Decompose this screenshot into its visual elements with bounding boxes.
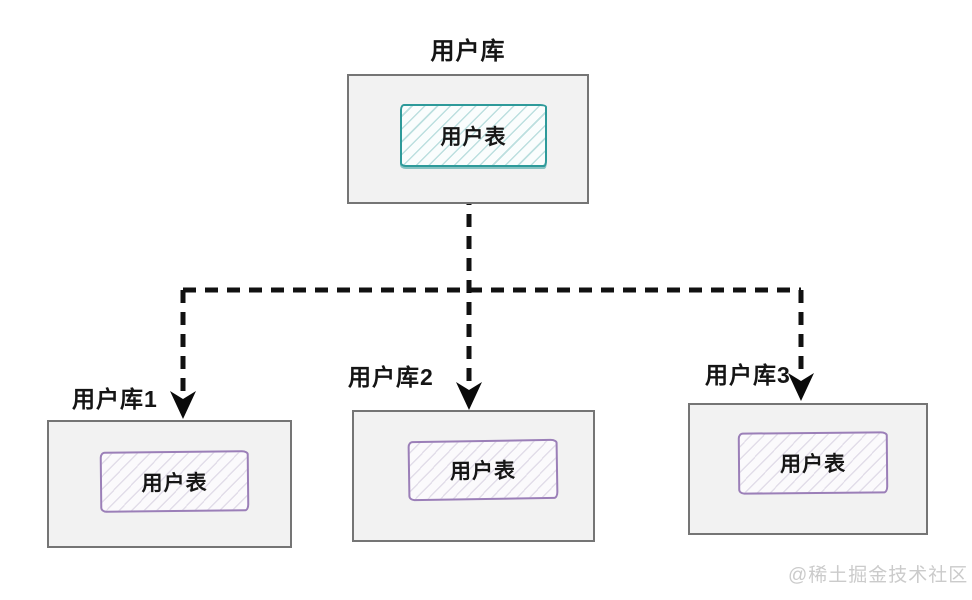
shard1-user-table: 用户表 (99, 450, 250, 513)
shard3-user-table: 用户表 (737, 431, 889, 495)
root-user-table: 用户表 (400, 104, 547, 167)
shard3-db-label: 用户库3 (705, 362, 791, 388)
shard2-db-label: 用户库2 (348, 364, 434, 390)
shard1-db-label: 用户库1 (72, 386, 158, 412)
watermark: @稀土掘金技术社区 (788, 565, 969, 586)
arrowhead-right-icon (788, 373, 814, 401)
shard2-user-table: 用户表 (407, 438, 559, 502)
shard1-db-box (47, 420, 292, 548)
arrowhead-center-icon (456, 382, 482, 410)
arrowhead-left-icon (170, 391, 196, 419)
root-db-label: 用户库 (430, 38, 506, 65)
